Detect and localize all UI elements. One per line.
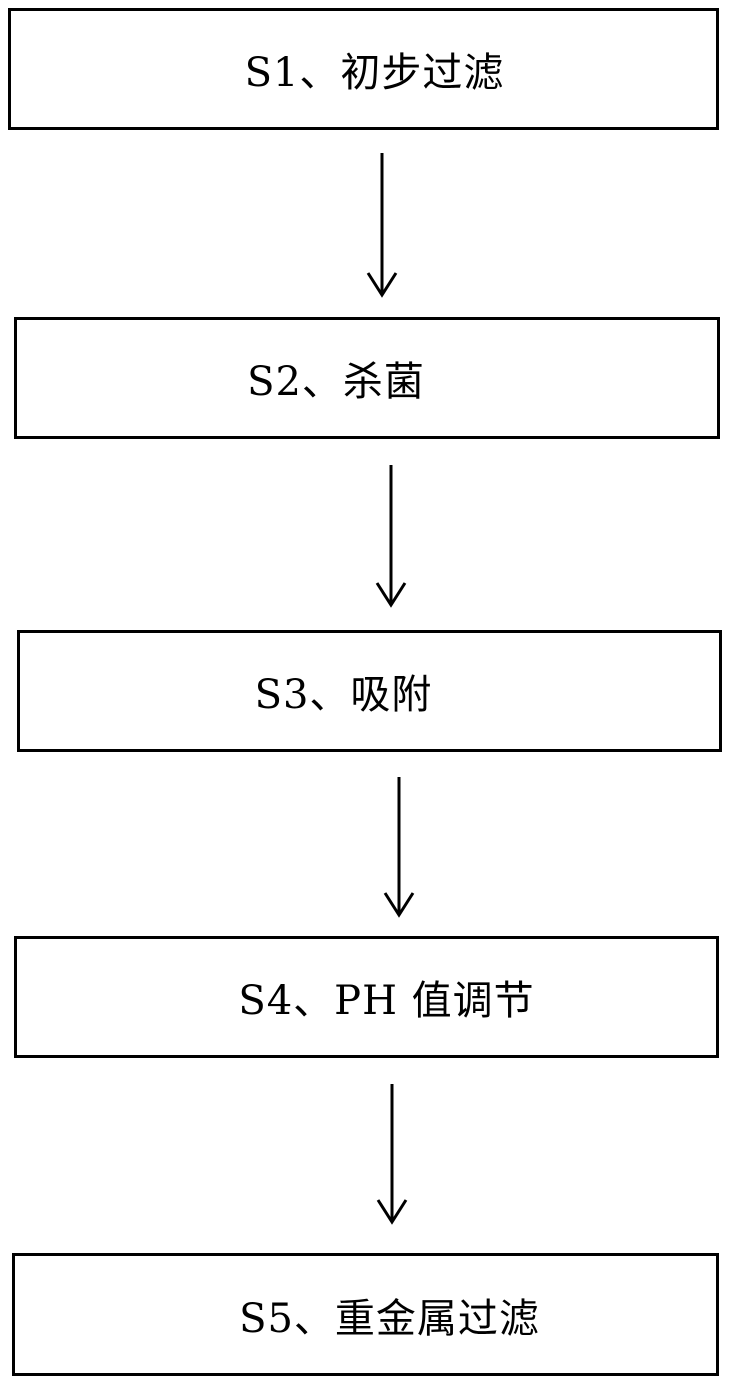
step-box-s5: S5、重金属过滤 — [12, 1253, 719, 1376]
arrow-down-icon — [366, 153, 398, 298]
step-box-s1: S1、初步过滤 — [8, 8, 719, 130]
step-label-s2: S2、杀菌 — [247, 359, 425, 405]
arrow-s3-to-s4 — [379, 777, 419, 919]
arrow-down-icon — [383, 777, 415, 918]
step-label-s5: S5、重金属过滤 — [239, 1295, 540, 1342]
arrow-s1-to-s2 — [362, 153, 402, 298]
arrow-s4-to-s5 — [372, 1084, 412, 1226]
step-box-s3: S3、吸附 — [17, 630, 722, 752]
step-box-s2: S2、杀菌 — [14, 317, 720, 439]
step-box-s4: S4、PH 值调节 — [14, 936, 719, 1058]
step-label-s3: S3、吸附 — [254, 672, 433, 718]
arrow-down-icon — [376, 1084, 408, 1225]
arrow-s2-to-s3 — [371, 465, 411, 610]
step-label-s1: S1、初步过滤 — [244, 50, 505, 96]
arrow-down-icon — [375, 465, 407, 608]
step-label-s4: S4、PH 值调节 — [238, 978, 535, 1024]
